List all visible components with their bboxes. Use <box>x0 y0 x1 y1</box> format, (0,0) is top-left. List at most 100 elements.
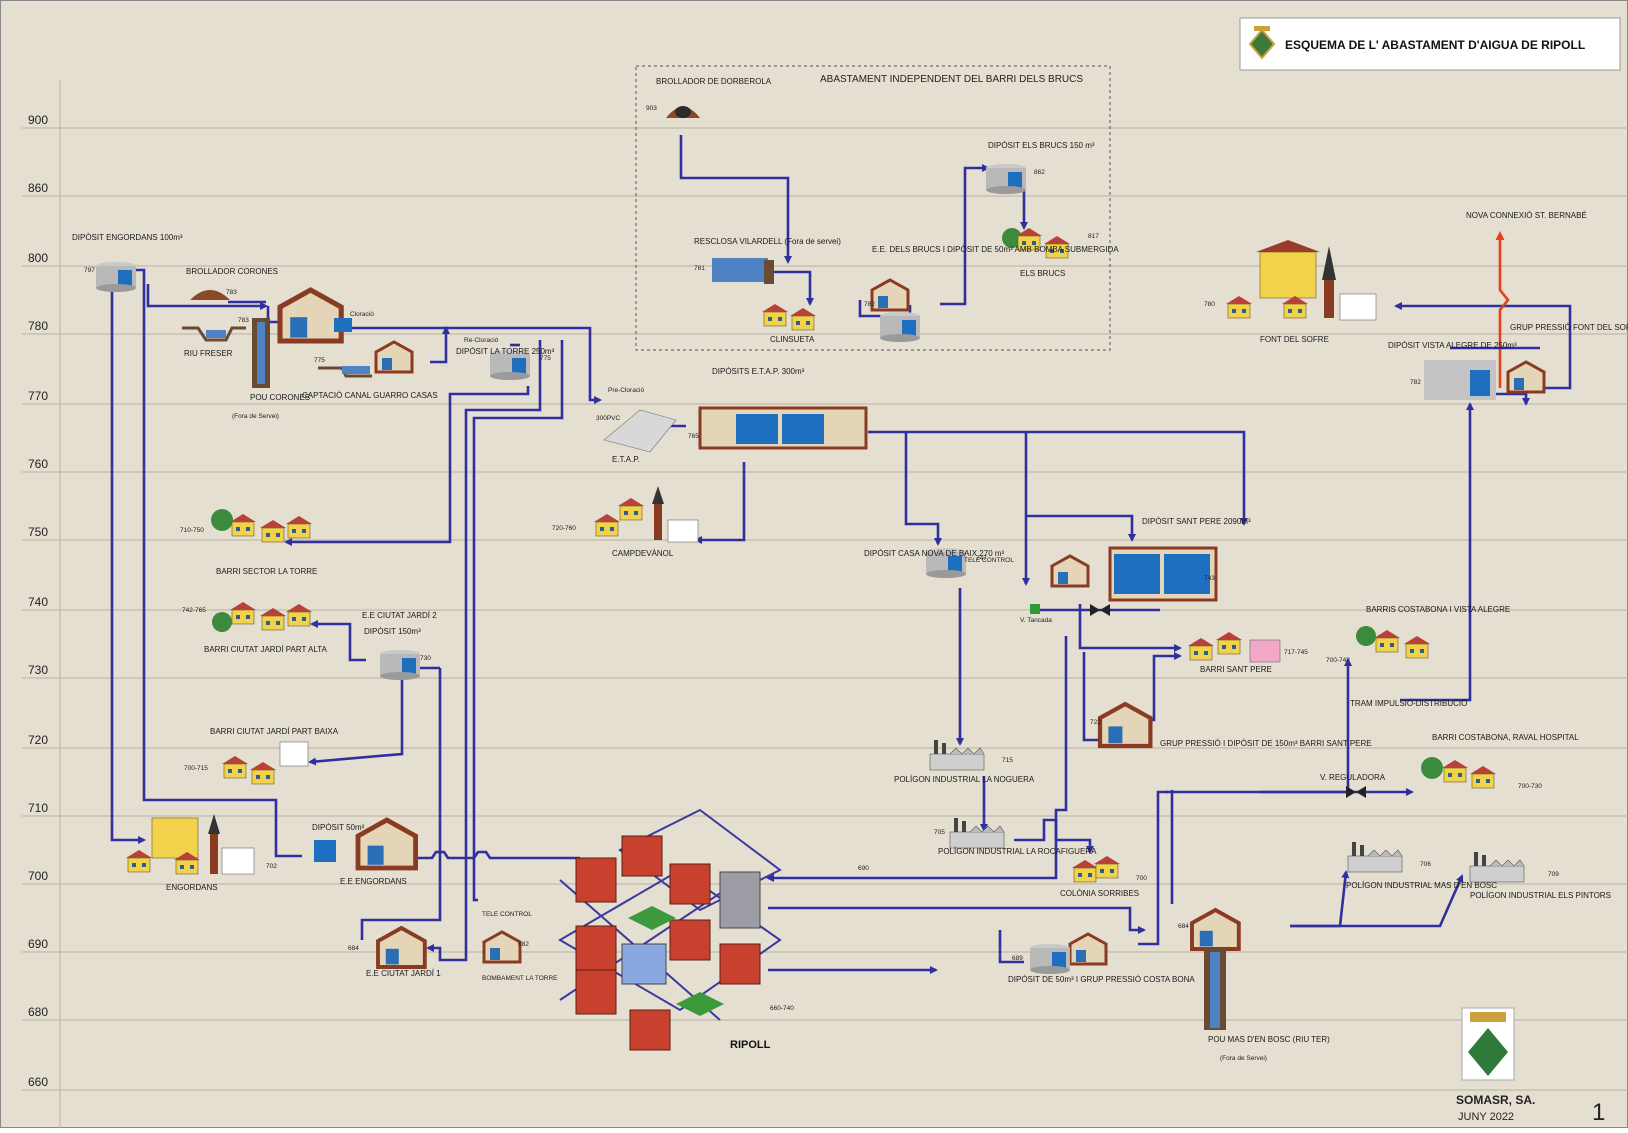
node-label: DIPÒSIT DE 50m³ I GRUP PRESSIÓ COSTA BON… <box>1008 975 1195 984</box>
brucs-boundary <box>635 65 1111 351</box>
new-connection-pipe <box>1495 231 1510 388</box>
node-label: POLÍGON INDUSTRIAL MAS D'EN BOSC <box>1346 881 1497 890</box>
tank-ciutat-jardi-2: E.E CIUTAT JARDÍ 2 DIPÒSIT 150m³ 730 <box>362 611 437 680</box>
node-label: DIPÒSIT VISTA ALEGRE DE 250m³ <box>1388 341 1517 350</box>
node-label: E.T.A.P. <box>612 455 640 464</box>
node-label: ENGORDANS <box>166 883 218 892</box>
houses-sant-pere: BARRI SANT PERE 717-745 <box>1187 631 1308 674</box>
node-label: BOMBAMENT LA TORRE <box>482 975 558 982</box>
pipe <box>408 850 580 862</box>
node-label: POU MAS D'EN BOSC (RIU TER) <box>1208 1035 1330 1044</box>
elevation-label: 797 <box>84 267 95 274</box>
tank-els-brucs: DIPÒSIT ELS BRUCS 150 m³ 862 <box>986 141 1095 194</box>
pipe <box>1492 392 1530 406</box>
elevation-label: 684 <box>1178 923 1189 930</box>
elevation-label: 717-745 <box>1284 649 1308 656</box>
tank-sant-pere: DIPÒSIT SANT PERE 2090m³ 743 V. Tancada <box>1020 517 1251 624</box>
elevation-label: 710-750 <box>180 527 204 534</box>
intake-canal: CAPTACIÓ CANAL GUARRO CASAS 775 <box>302 340 438 400</box>
page-title: ESQUEMA DE L' ABASTAMENT D'AIGUA DE RIPO… <box>1285 38 1585 52</box>
elevation-label: 747 <box>976 555 987 562</box>
factory-mas-den-bosc: POLÍGON INDUSTRIAL MAS D'EN BOSC 706 <box>1346 841 1497 890</box>
level-label: 680 <box>28 1005 48 1019</box>
level-label: 710 <box>28 801 48 815</box>
elevation-label: 700-748 <box>1326 657 1350 664</box>
chlorination-station: Cloració <box>280 290 374 341</box>
pipe-network <box>110 135 1572 974</box>
elevation-label: 782 <box>864 301 875 308</box>
page-number: 1 <box>1592 1099 1605 1126</box>
elevation-label: 702 <box>266 863 277 870</box>
weir-vilardell: RESCLOSA VILARDELL (Fora de servei) 781 <box>694 237 841 284</box>
houses-clinsueta: CLINSUETA <box>761 303 817 344</box>
level-label: 780 <box>28 319 48 333</box>
issue-date: JUNY 2022 <box>1458 1111 1514 1123</box>
node-label: POLÍGON INDUSTRIAL LA NOGUERA <box>894 775 1035 784</box>
company-name: SOMASR, SA. <box>1456 1093 1535 1107</box>
pipe <box>768 906 1146 934</box>
node-label: DIPÒSIT LA TORRE 250m³ <box>456 347 555 356</box>
elevation-label: 730 <box>420 655 431 662</box>
elevation-label: 682 <box>518 941 529 948</box>
node-label: NOVA CONNEXIÓ ST. BERNABÉ <box>1466 211 1587 220</box>
pipe <box>694 462 746 544</box>
level-labels: 900 860 800 780 770 760 750 740 730 720 … <box>28 113 48 1089</box>
houses-ciutat-jardi-baixa: BARRI CIUTAT JARDÍ PART BAIXA 700-715 <box>184 727 339 785</box>
elevation-label: 775 <box>314 357 325 364</box>
node-label: ELS BRUCS <box>1020 269 1065 278</box>
node-label: Pre-Cloració <box>608 387 645 394</box>
pipe <box>770 270 814 306</box>
pipe <box>110 280 146 844</box>
elevation-label: 862 <box>1034 169 1045 176</box>
node-label: BARRI CIUTAT JARDÍ PART BAIXA <box>210 727 339 736</box>
spring-dorberola: BROLLADOR DE DORBEROLA 903 <box>646 77 772 118</box>
houses-engordans: ENGORDANS 702 <box>125 814 277 892</box>
level-label: 730 <box>28 663 48 677</box>
node-label: RIU FRESER <box>184 349 233 358</box>
level-label: 660 <box>28 1075 48 1089</box>
node-label: DIPÒSIT ELS BRUCS 150 m³ <box>988 141 1095 150</box>
node-label: BROLLADOR CORONES <box>186 267 278 276</box>
pipe <box>472 340 564 902</box>
tank-casa-nova: DIPÒSIT CASA NOVA DE BAIX 270 m³ TELE CO… <box>864 548 1014 578</box>
pipe <box>1290 874 1464 928</box>
houses-els-brucs: ELS BRUCS 817 <box>1002 227 1099 278</box>
node-label: FONT DEL SOFRE <box>1260 335 1329 344</box>
level-label: 740 <box>28 595 48 609</box>
node-label: RESCLOSA VILARDELL (Fora de servei) <box>694 237 841 246</box>
elevation-label: 783 <box>226 289 237 296</box>
elevation-label: 660-740 <box>770 1005 794 1012</box>
elevation-label: 689 <box>1012 955 1023 962</box>
node-label: POU CORONES <box>250 393 310 402</box>
level-label: 700 <box>28 869 48 883</box>
well-corones: POU CORONES (Fora de Servei) <box>232 318 310 420</box>
elevation-label: 700 <box>1136 875 1147 882</box>
node-label: TELE CONTROL <box>964 557 1014 564</box>
elevation-label: 700-715 <box>184 765 208 772</box>
node-label: CAMPDEVÀNOL <box>612 549 674 558</box>
factory-noguera: POLÍGON INDUSTRIAL LA NOGUERA 715 <box>894 739 1035 784</box>
houses-sector-la-torre: BARRI SECTOR LA TORRE 710-750 <box>180 509 317 576</box>
pump-station-brucs: E.E. DELS BRUCS I DIPÒSIT DE 50m³ AMB BO… <box>864 245 1119 342</box>
pump-station-engordans: DIPÒSIT 50m³ E.E ENGORDANS <box>312 820 416 886</box>
footer: SOMASR, SA. JUNY 2022 1 <box>1456 1007 1605 1126</box>
node-label: 300PVC <box>596 415 621 422</box>
river-freser: RIU FRESER 783 <box>182 317 249 358</box>
elevation-label: 775 <box>540 355 551 362</box>
elevation-label: 782 <box>1410 379 1421 386</box>
pipe <box>1078 604 1182 652</box>
level-label: 770 <box>28 389 48 403</box>
pipe <box>1082 652 1102 742</box>
status-label: (Fora de Servei) <box>1220 1055 1267 1062</box>
node-label: BARRI COSTABONA, RAVAL HOSPITAL <box>1432 733 1579 742</box>
node-label: DIPÒSIT 150m³ <box>364 627 421 636</box>
elevation-label: 690 <box>858 865 869 872</box>
node-label: Re-Cloració <box>464 337 499 344</box>
houses-colonia-sorribes: COLÒNIA SORRIBES 700 <box>1060 855 1147 898</box>
elevation-label: 715 <box>1002 757 1013 764</box>
pump-ciutat-jardi-1: E.E CIUTAT JARDÍ 1 684 <box>348 926 441 978</box>
tanks-etap: DIPÒSITS E.T.A.P. 300m³ 765 <box>688 367 868 450</box>
elevation-label: 765 <box>688 433 699 440</box>
elevation-label: 780 <box>1204 301 1215 308</box>
